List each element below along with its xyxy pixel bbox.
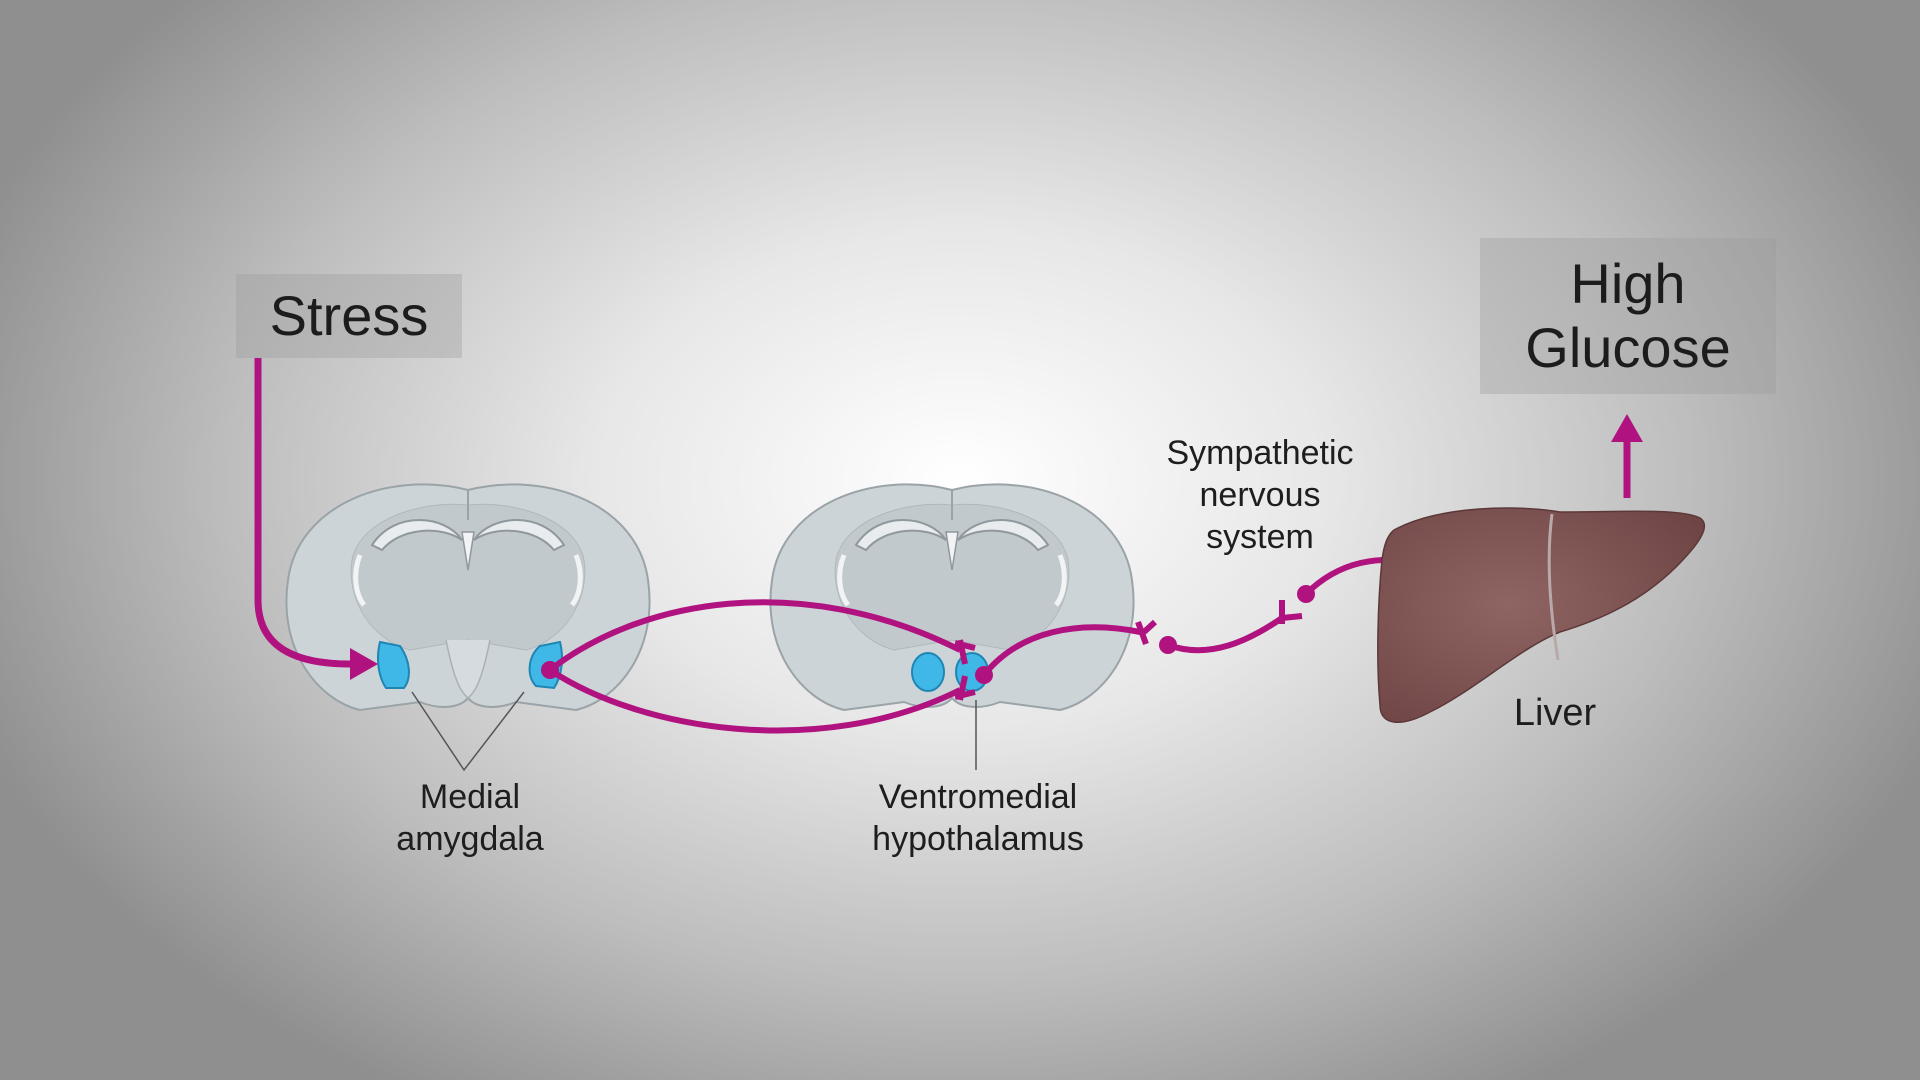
stress-pathway-arrow bbox=[254, 358, 378, 680]
brain-section-icon bbox=[285, 483, 651, 712]
stress-box: Stress bbox=[236, 274, 462, 358]
medial-amygdala-label: Medial amygdala bbox=[340, 776, 600, 860]
arrow-up-icon bbox=[1611, 414, 1643, 498]
ganglion-neuron-dot-1 bbox=[1159, 636, 1177, 654]
vmh-label-line2: hypothalamus bbox=[872, 820, 1084, 858]
amygdala-label-line1: Medial bbox=[419, 778, 521, 816]
glucose-box-line1: High bbox=[1570, 252, 1686, 315]
brain-section-icon bbox=[769, 483, 1135, 712]
sns-label-line1: Sympathetic bbox=[1166, 434, 1354, 472]
liver-label: Liver bbox=[1513, 692, 1597, 734]
amygdala-hypothalamus-projection bbox=[548, 599, 976, 734]
arrow-right-icon bbox=[350, 648, 378, 680]
hypothalamus-neuron-dot bbox=[975, 666, 993, 684]
high-glucose-box: High Glucose bbox=[1480, 238, 1776, 394]
amygdala-label-line2: amygdala bbox=[396, 820, 544, 858]
sns-label-line3: system bbox=[1206, 518, 1314, 556]
ventromedial-hypothalamus-label: Ventromedial hypothalamus bbox=[838, 776, 1118, 860]
glucose-box-line2: Glucose bbox=[1525, 316, 1731, 379]
sns-label-line2: nervous bbox=[1199, 476, 1321, 514]
vmh-label-line1: Ventromedial bbox=[878, 778, 1078, 816]
sympathetic-nervous-system-label: Sympathetic nervous system bbox=[1130, 432, 1390, 558]
liver-icon bbox=[1377, 507, 1706, 723]
label-leader-lines bbox=[411, 691, 977, 772]
amygdala-neuron-dot bbox=[541, 661, 559, 679]
ganglion-neuron-dot-2 bbox=[1297, 585, 1315, 603]
